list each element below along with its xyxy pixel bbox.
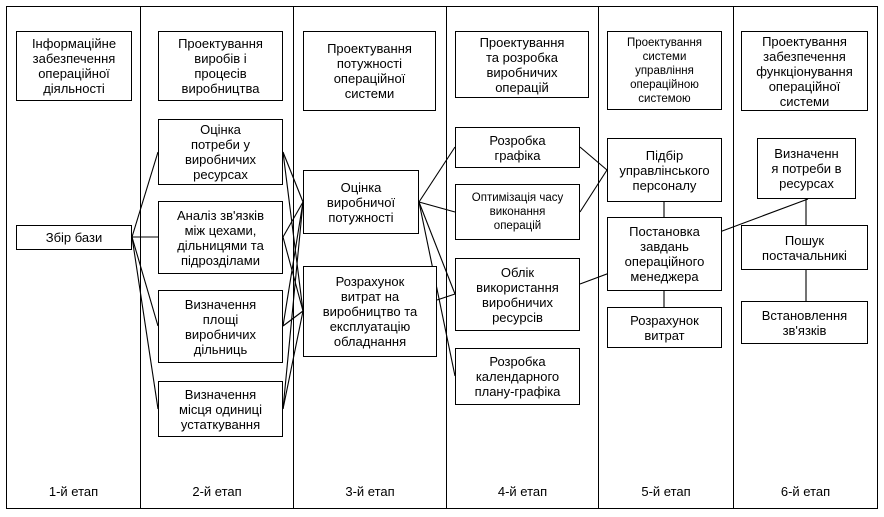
connector-line-3 <box>131 236 159 327</box>
box-cost-calculation: Розрахунок витрат на виробництво та експ… <box>303 266 437 357</box>
box-product-process-design: Проектування виробів і процесів виробниц… <box>158 31 283 101</box>
box-establishing-links: Встановлення зв'язків <box>741 301 868 344</box>
stage-label-3: 3-й етап <box>345 484 395 499</box>
box-resource-usage-accounting: Облік використання виробничих ресурсів <box>455 258 580 331</box>
box-capacity-design: Проектування потужності операційної сист… <box>303 31 436 111</box>
box-resource-needs: Визначенн я потреби в ресурсах <box>757 138 856 199</box>
stage-label-2: 2-й етап <box>192 484 242 499</box>
connector-line-19 <box>579 169 608 213</box>
box-management-system-design: Проектування системи управління операцій… <box>607 31 722 110</box>
box-capacity-assessment: Оцінка виробничої потужності <box>303 170 419 234</box>
box-cost-estimate: Розрахунок витрат <box>607 307 722 348</box>
box-time-optimization: Оптимізація часу виконання операцій <box>455 184 580 240</box>
stage-label-6: 6-й етап <box>780 484 831 499</box>
box-calendar-plan: Розробка календарного плану-графіка <box>455 348 580 405</box>
box-link-analysis: Аналіз зв'язків між цехами, дільницями т… <box>158 201 283 274</box>
box-equipment-placement: Визначення місця одиниці устаткування <box>158 381 283 437</box>
stage-label-1: 1-й етап <box>48 484 99 499</box>
box-functioning-support-design: Проектування забезпечення функціонування… <box>741 31 868 111</box>
stage-label-5: 5-й етап <box>641 484 691 499</box>
box-resource-needs-assessment: Оцінка потреби у виробничих ресурсах <box>158 119 283 185</box>
box-manager-tasks: Постановка завдань операційного менеджер… <box>607 217 722 291</box>
box-area-determination: Визначення площі виробничих дільниць <box>158 290 283 363</box>
connector-line-13 <box>418 146 456 203</box>
connector-line-14 <box>418 201 456 213</box>
connector-line-18 <box>579 146 608 171</box>
connector-line-4 <box>131 236 159 410</box>
connector-line-1 <box>131 151 159 238</box>
box-information-support: Інформаційне забезпечення операційної ді… <box>16 31 132 101</box>
connector-line-16 <box>418 201 456 377</box>
stage-label-4: 4-й етап <box>497 484 548 499</box>
box-supplier-search: Пошук постачальникі <box>741 225 868 270</box>
stage-column-6 <box>733 6 878 509</box>
box-operations-design: Проектування та розробка виробничих опер… <box>455 31 589 98</box>
box-data-collection: Збір бази <box>16 225 132 250</box>
box-schedule-development: Розробка графіка <box>455 127 580 168</box>
box-staff-selection: Підбір управлінського персоналу <box>607 138 722 202</box>
connector-line-15 <box>418 201 456 295</box>
